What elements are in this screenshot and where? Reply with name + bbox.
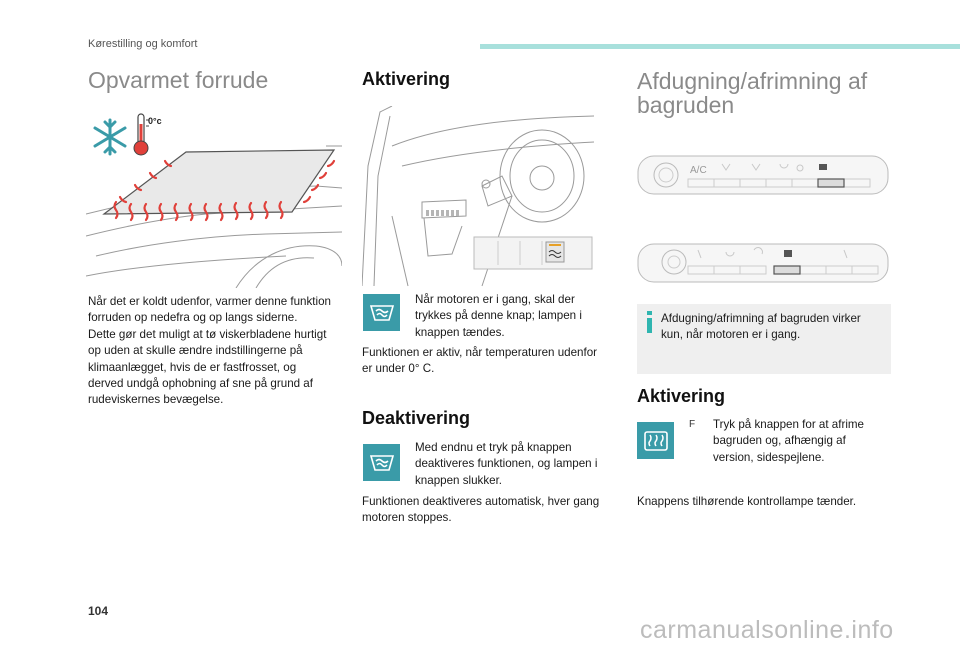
deactivation-condition: Funktionen deaktiveres automatisk, hver … xyxy=(362,495,600,525)
activation-condition: Funktionen er aktiv, når temperaturen ud… xyxy=(362,346,598,376)
rear-defrost-note: Afdugning/afrimning af bagruden virker k… xyxy=(637,304,891,374)
windscreen-illustration: 0°c xyxy=(86,113,342,288)
rear-window-defrost-icon xyxy=(643,430,668,451)
thermometer-icon xyxy=(133,113,149,156)
section-header: Kørestilling og komfort xyxy=(88,38,198,50)
activation-description: Når motoren er i gang, skal der trykkes … xyxy=(415,293,582,339)
rear-activation-note: Knappens tilhørende kontrollampe tænder. xyxy=(637,495,857,508)
rear-activation-title: Aktivering xyxy=(637,386,726,406)
heated-windscreen-icon xyxy=(369,304,394,321)
deactivation-description: Med endnu et tryk på knappen deaktiveres… xyxy=(415,441,598,487)
temperature-label: 0°c xyxy=(148,116,162,126)
activation-title: Aktivering xyxy=(362,69,451,89)
heated-windscreen-description: Når det er koldt udenfor, varmer denne f… xyxy=(88,295,331,407)
deactivation-title: Deaktivering xyxy=(362,408,471,428)
rear-activation-step: F Tryk på knappen for at afrime bagruden… xyxy=(689,418,865,464)
ac-label: A/C xyxy=(690,165,707,176)
snowflake-icon xyxy=(93,118,127,156)
dashboard-illustration xyxy=(362,106,594,287)
heated-windscreen-title: Opvarmet forrude xyxy=(88,67,269,93)
page-number: 104 xyxy=(88,604,109,618)
watermark: carmanualsonline.info xyxy=(640,616,894,644)
climate-panel-bottom xyxy=(637,243,889,283)
windscreen-heat-off-button-icon xyxy=(363,444,400,481)
rear-defrost-button-icon xyxy=(637,422,674,459)
windscreen-heat-button-icon xyxy=(363,294,400,331)
info-icon xyxy=(647,311,652,333)
rear-defrost-title: Afdugning/afrimning af bagruden xyxy=(637,68,868,118)
climate-panel-top: A/C xyxy=(637,155,889,195)
bullet-marker: F xyxy=(689,419,696,430)
header-accent-bar xyxy=(480,44,960,49)
heated-windscreen-icon xyxy=(369,454,394,471)
button-strip-inset xyxy=(473,236,593,270)
